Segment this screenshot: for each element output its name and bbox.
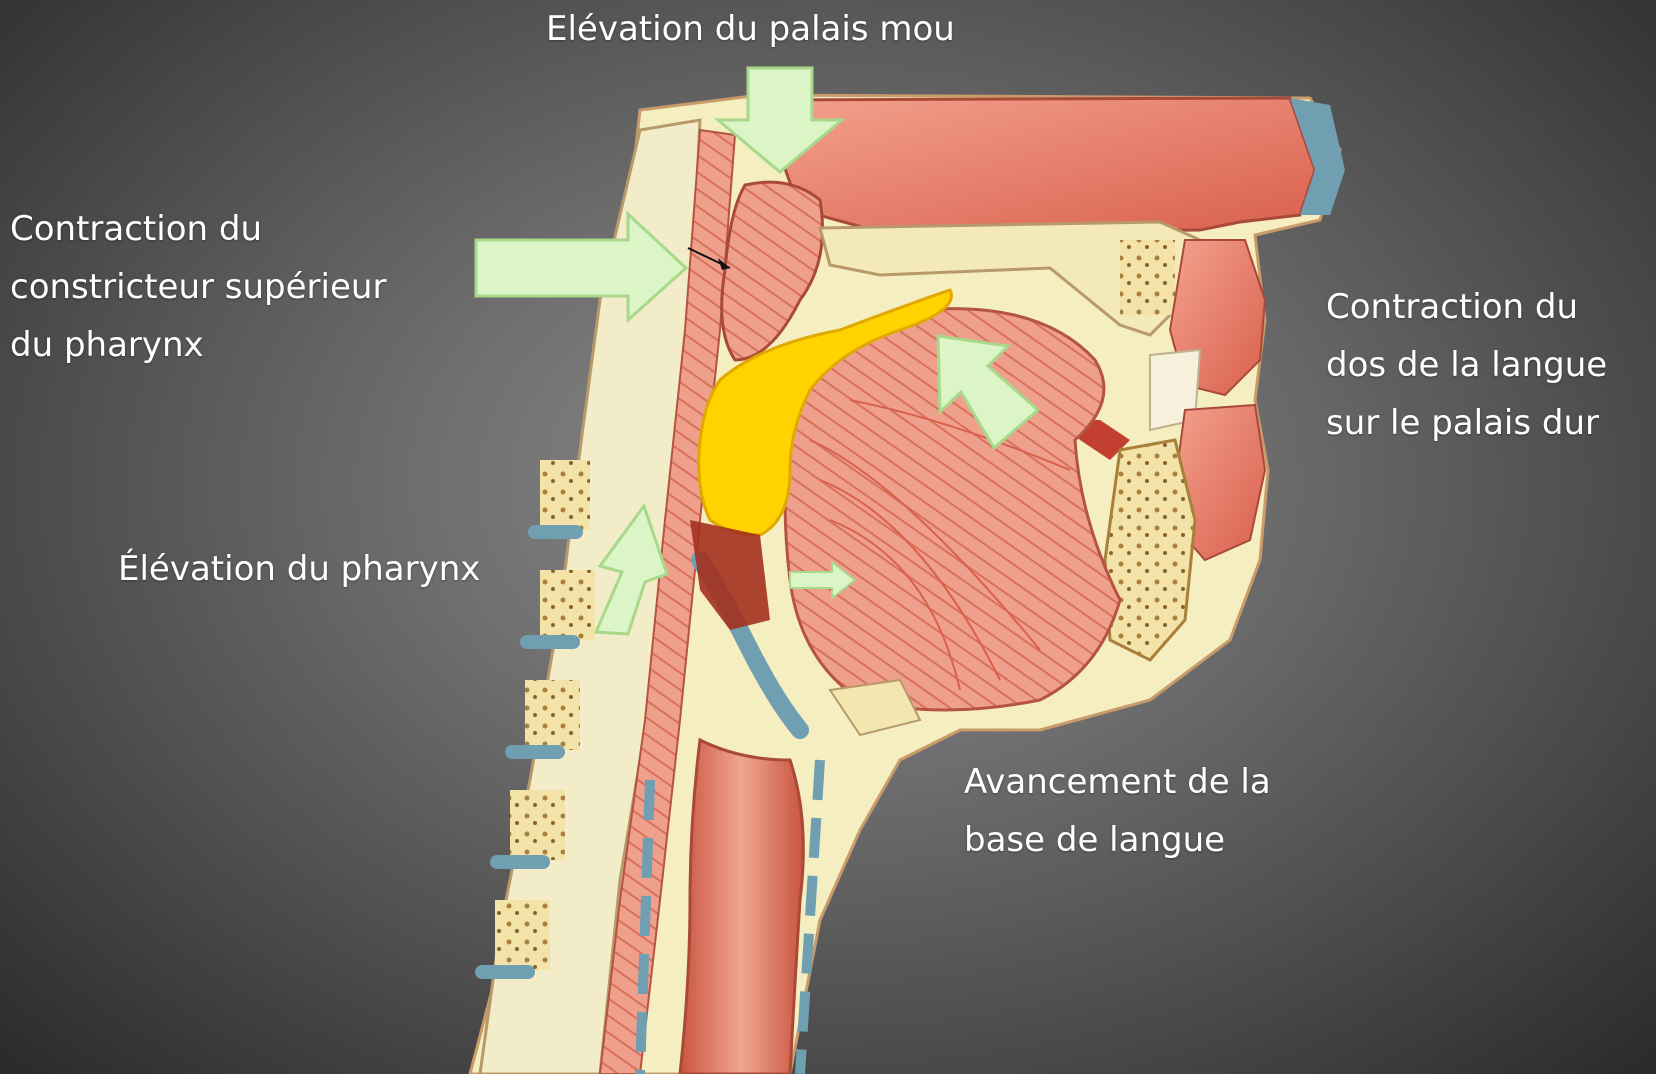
label-line: Contraction du <box>10 200 386 258</box>
label-pharynx-elevation: Élévation du pharynx <box>118 540 480 598</box>
label-line: Avancement de la <box>964 753 1271 811</box>
label-line: dos de la langue <box>1326 336 1607 394</box>
label-line: Contraction du <box>1326 278 1607 336</box>
label-tongue-dorsum: Contraction du dos de la langue sur le p… <box>1326 278 1607 452</box>
label-line: base de langue <box>964 811 1271 869</box>
label-line: du pharynx <box>10 316 386 374</box>
label-superior-constrictor: Contraction du constricteur supérieur du… <box>10 200 386 374</box>
label-line: Élévation du pharynx <box>118 540 480 598</box>
label-line: Elévation du palais mou <box>546 0 955 58</box>
label-line: sur le palais dur <box>1326 394 1607 452</box>
label-line: constricteur supérieur <box>10 258 386 316</box>
label-tongue-base-advancement: Avancement de la base de langue <box>964 753 1271 869</box>
label-soft-palate-elevation: Elévation du palais mou <box>546 0 955 58</box>
nasal-cavity <box>760 98 1345 232</box>
